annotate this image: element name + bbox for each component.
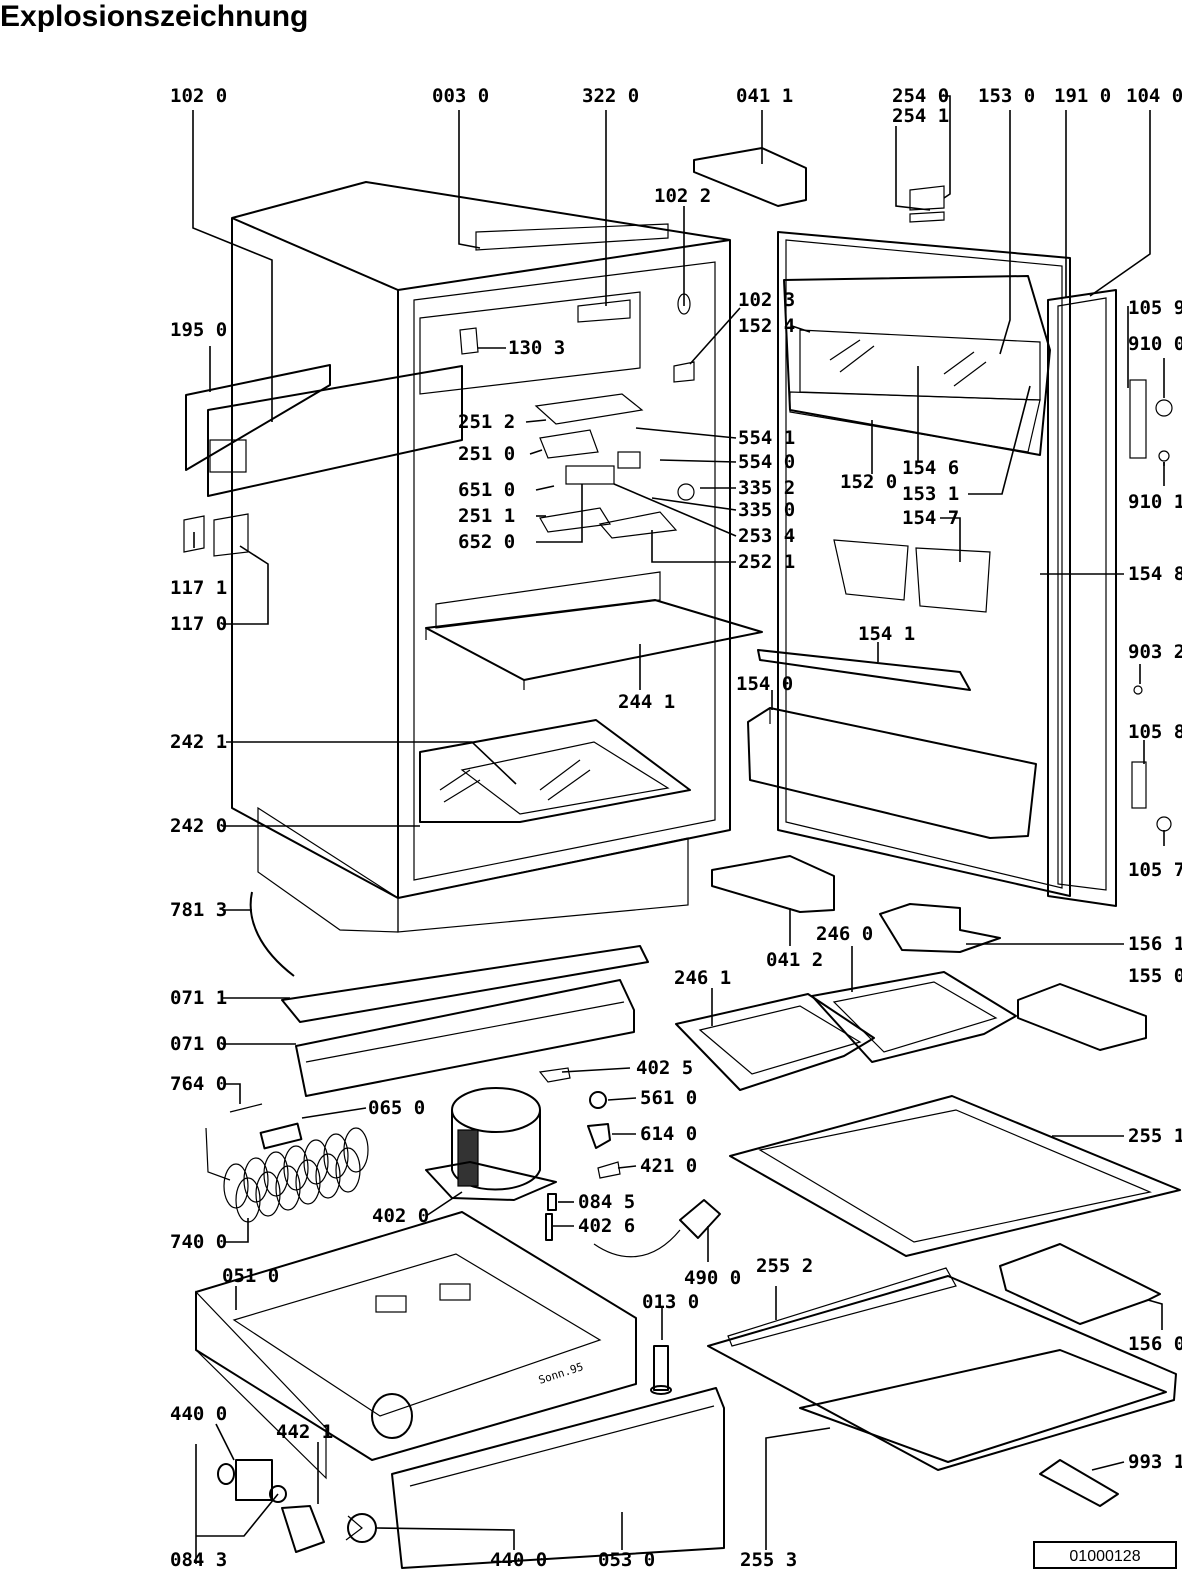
part-label: 740 0 [170, 1231, 227, 1253]
part-label: 051 0 [222, 1265, 279, 1287]
part-label: 154 6 [902, 457, 959, 479]
part-label: 195 0 [170, 319, 227, 341]
part-label: 421 0 [640, 1155, 697, 1177]
part-label: 084 3 [170, 1549, 227, 1571]
part-label: 440 0 [170, 1403, 227, 1425]
part-label: 013 0 [642, 1291, 699, 1313]
part-label: 764 0 [170, 1073, 227, 1095]
part-label: 117 0 [170, 613, 227, 635]
part-label: 154 0 [736, 673, 793, 695]
part-label: 910 1 [1128, 491, 1182, 513]
part-label: 105 7 [1128, 859, 1182, 881]
part-label: 903 2 [1128, 641, 1182, 663]
page-title: Explosionszeichnung [0, 0, 309, 33]
part-label: 335 0 [738, 499, 795, 521]
part-label: 117 1 [170, 577, 227, 599]
shelf-244-1 [425, 571, 763, 690]
part-label: 335 2 [738, 477, 795, 499]
part-label: 652 0 [458, 531, 515, 553]
part-label: 255 3 [740, 1549, 797, 1571]
part-label: 255 2 [756, 1255, 813, 1277]
cover-panel-195-0 [183, 364, 463, 557]
part-labels: 102 0 003 0 322 0 041 1 254 0 254 1 153 … [170, 85, 1182, 1571]
part-label: 104 0 [1126, 85, 1182, 107]
part-label: 322 0 [582, 85, 639, 107]
part-label: 255 1 [1128, 1125, 1182, 1147]
part-label: 242 1 [170, 731, 227, 753]
part-label: 402 0 [372, 1205, 429, 1227]
part-label: 651 0 [458, 479, 515, 501]
part-label: 910 0 [1128, 333, 1182, 355]
part-label: 246 0 [816, 923, 873, 945]
stamp-text: Sonn.95 [537, 1360, 585, 1387]
part-label: 153 0 [978, 85, 1035, 107]
part-label: 084 5 [578, 1191, 635, 1213]
document-number: 01000128 [1069, 1548, 1140, 1565]
part-label: 154 1 [858, 623, 915, 645]
part-label: 254 0 [892, 85, 949, 107]
part-label: 993 1 [1128, 1451, 1182, 1473]
part-label: 251 1 [458, 505, 515, 527]
part-label: 130 3 [508, 337, 565, 359]
part-label: 105 9 [1128, 297, 1182, 319]
part-label: 251 0 [458, 443, 515, 465]
part-label: 490 0 [684, 1267, 741, 1289]
part-label: 102 2 [654, 185, 711, 207]
parts: Sonn.95 [183, 147, 1181, 1569]
part-label: 071 0 [170, 1033, 227, 1055]
part-label: 155 0 [1128, 965, 1182, 987]
part-label: 554 1 [738, 427, 795, 449]
part-label: 156 0 [1128, 1333, 1182, 1355]
part-label: 781 3 [170, 899, 227, 921]
part-label: 105 8 [1128, 721, 1182, 743]
part-label: 071 1 [170, 987, 227, 1009]
fridge-door [693, 147, 1173, 913]
part-label: 003 0 [432, 85, 489, 107]
part-label: 242 0 [170, 815, 227, 837]
part-label: 252 1 [738, 551, 795, 573]
part-label: 246 1 [674, 967, 731, 989]
part-label: 442 1 [276, 1421, 333, 1443]
part-label: 152 0 [840, 471, 897, 493]
crisper-boxes-242 [419, 719, 691, 823]
leader-lines [192, 95, 1165, 1564]
part-label: 102 0 [170, 85, 227, 107]
part-label: 561 0 [640, 1087, 697, 1109]
part-label: 253 4 [738, 525, 795, 547]
part-label: 041 1 [736, 85, 793, 107]
part-label: 402 5 [636, 1057, 693, 1079]
part-label: 153 1 [902, 483, 959, 505]
part-label: 154 7 [902, 507, 959, 529]
part-label: 191 0 [1054, 85, 1111, 107]
part-label: 156 1 [1128, 933, 1182, 955]
part-label: 152 4 [738, 315, 795, 337]
part-label: 614 0 [640, 1123, 697, 1145]
part-label: 053 0 [598, 1549, 655, 1571]
part-label: 154 8 [1128, 563, 1182, 585]
part-label: 554 0 [738, 451, 795, 473]
document-number-box: 01000128 [1033, 1541, 1177, 1569]
machine-compartment: Sonn.95 [195, 891, 725, 1569]
freezer-parts [675, 903, 1181, 1507]
part-label: 102 3 [738, 289, 795, 311]
part-label: 065 0 [368, 1097, 425, 1119]
part-label: 402 6 [578, 1215, 635, 1237]
part-label: 244 1 [618, 691, 675, 713]
fridge-cabinet [231, 181, 731, 933]
part-label: 041 2 [766, 949, 823, 971]
part-label: 440 0 [490, 1549, 547, 1571]
condenser-coil [205, 1103, 369, 1223]
part-label: 251 2 [458, 411, 515, 433]
part-label: 254 1 [892, 105, 949, 127]
